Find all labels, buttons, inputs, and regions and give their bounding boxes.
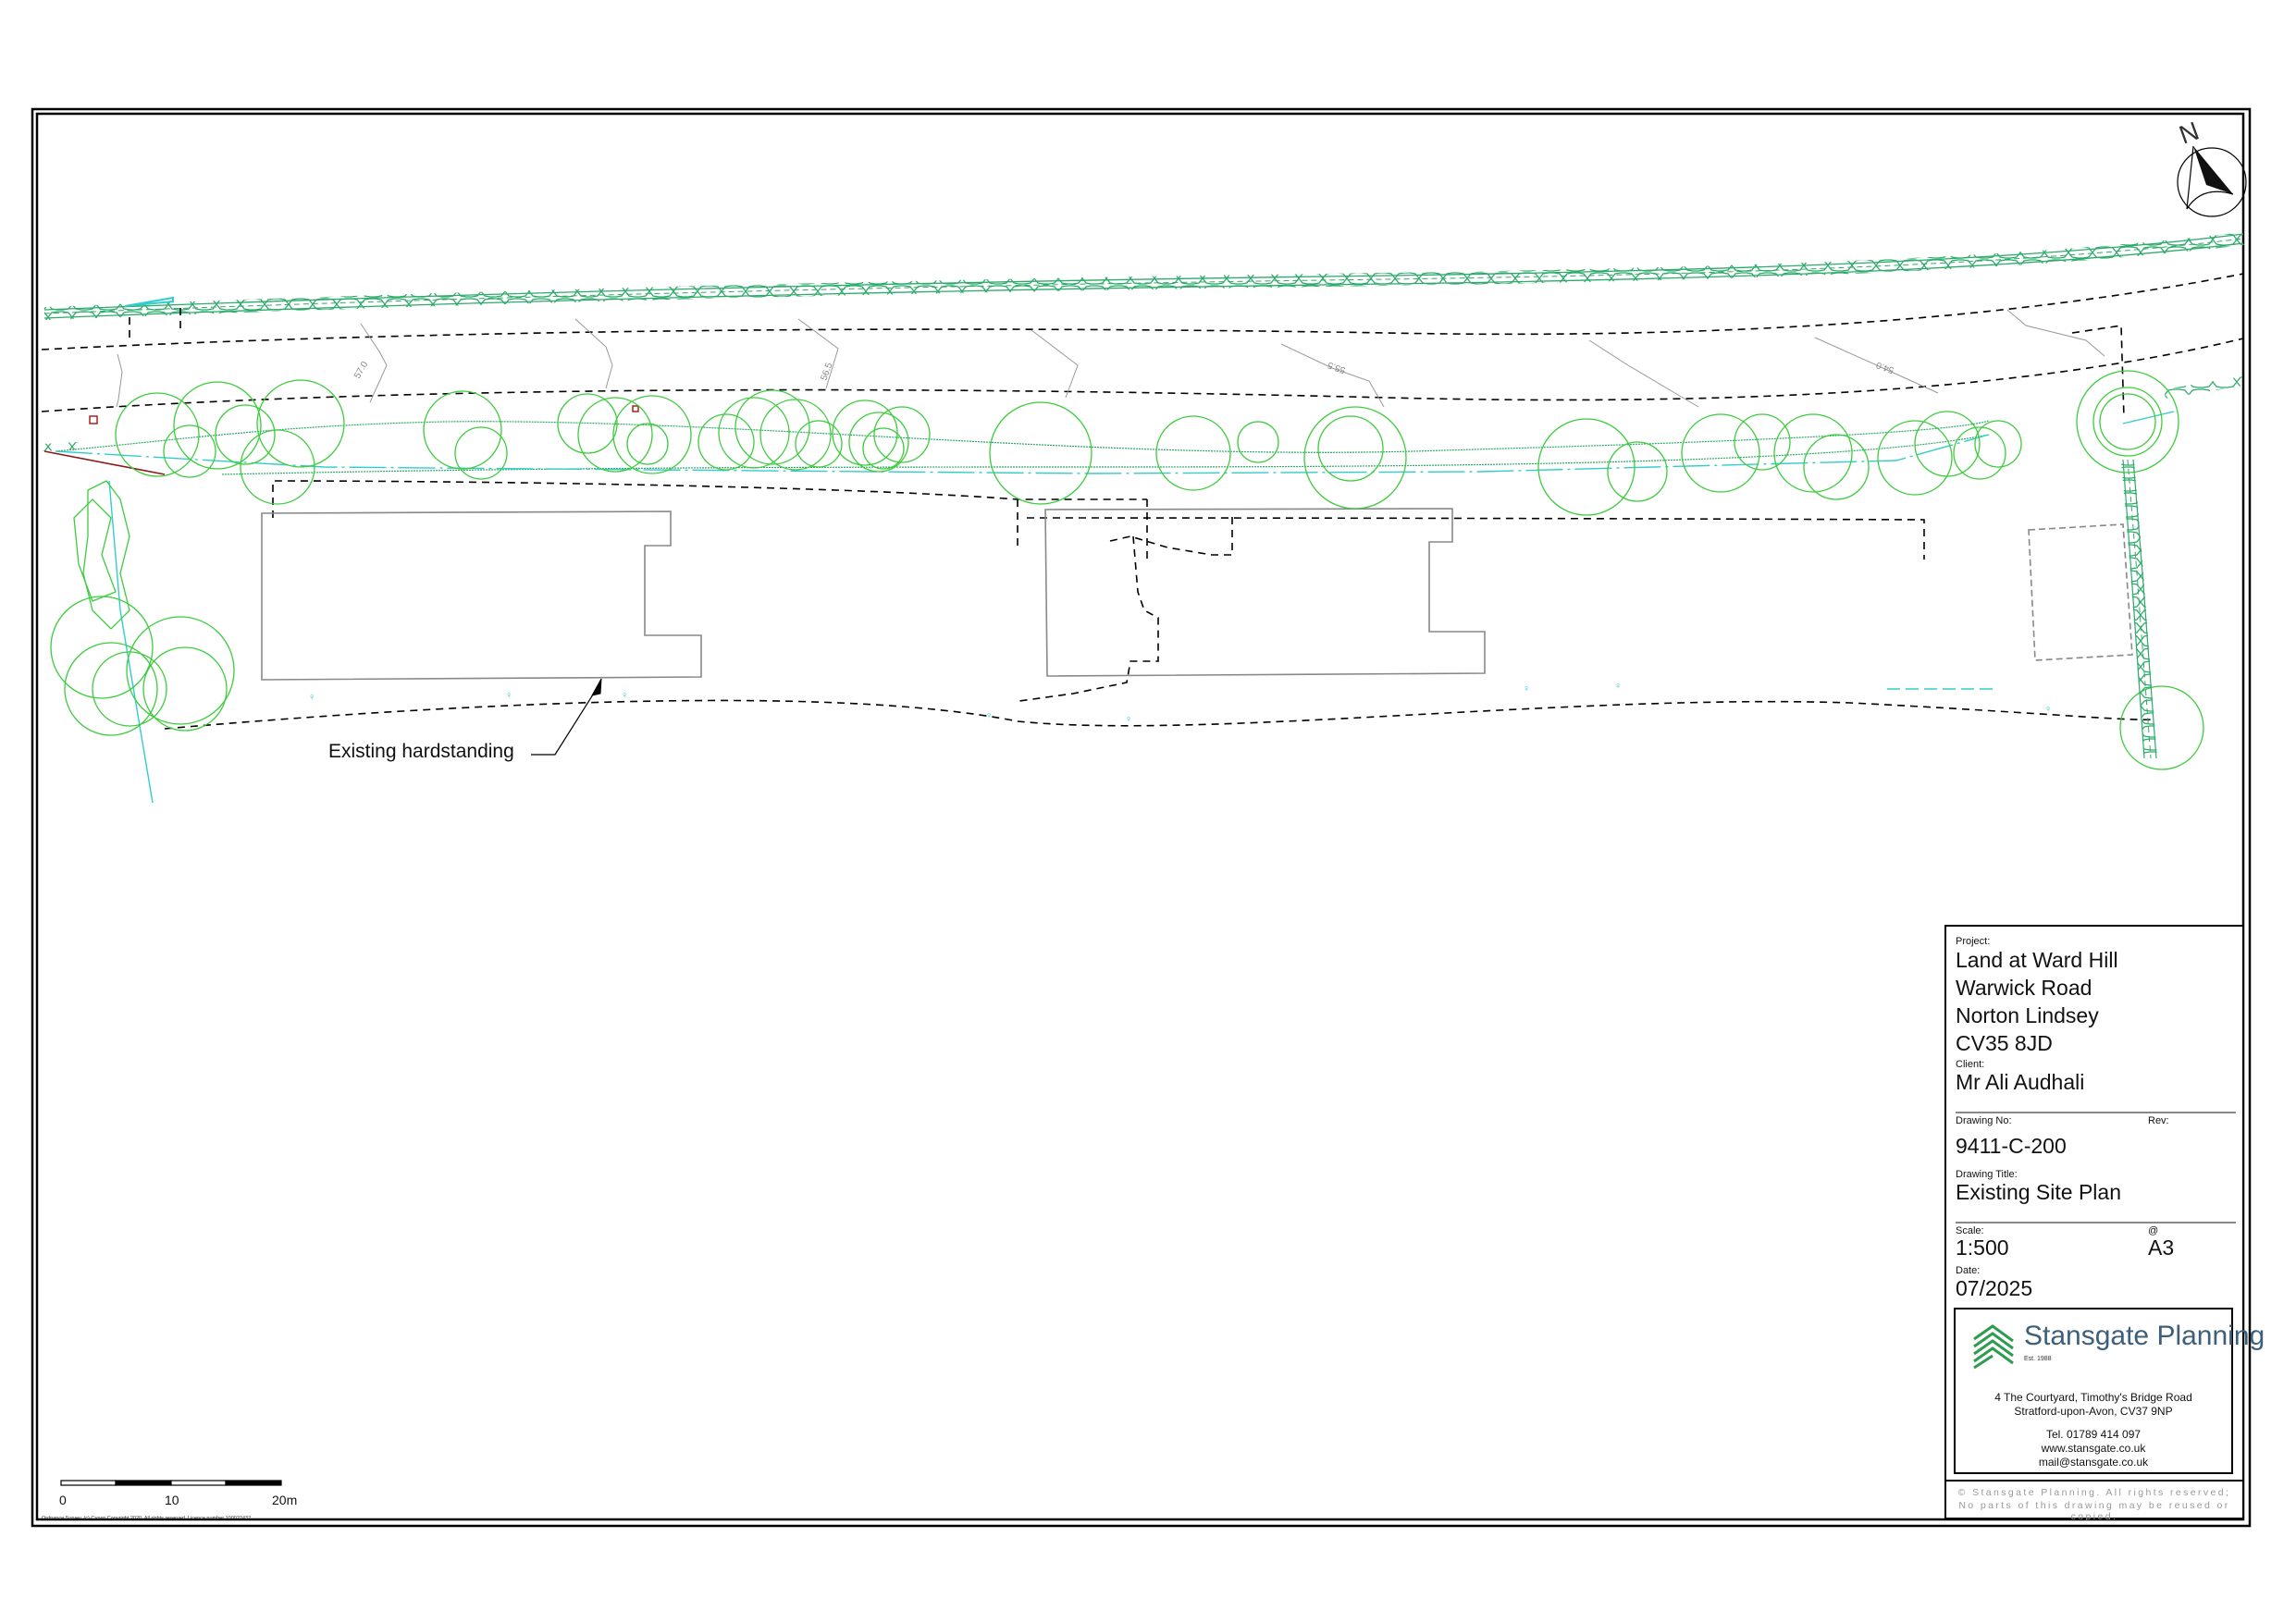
annotation-leader <box>531 678 602 756</box>
north-hedge <box>43 232 2244 320</box>
contour-label: 54.0 <box>1875 359 1895 375</box>
building-east <box>1044 508 1486 677</box>
title-block: Project: Land at Ward Hill Warwick Road … <box>1944 925 2265 1522</box>
project-line: Norton Lindsey <box>1956 1003 2099 1027</box>
drawing-no-label: Drawing No: <box>1956 1115 2012 1126</box>
copyright-panel: © Stansgate Planning. All rights reserve… <box>1946 1480 2242 1522</box>
scale-label-0: 0 <box>59 1493 67 1507</box>
contour-label: 56.5 <box>819 362 834 382</box>
svg-text:♀: ♀ <box>505 690 512 701</box>
scale-value: 1:500 <box>1956 1236 2009 1260</box>
contact-phone: Tel. 01789 414 097 <box>2045 1428 2142 1441</box>
svg-text:♀: ♀ <box>1125 714 1132 725</box>
scale-bar <box>60 1480 282 1486</box>
svg-text:♀: ♀ <box>1614 681 1622 692</box>
client-name: Mr Ali Audhali <box>1956 1070 2085 1094</box>
scale-label: Scale: <box>1956 1225 1984 1236</box>
drawing-title: Existing Site Plan <box>1956 1180 2121 1204</box>
project-line: CV35 8JD <box>1956 1031 2053 1055</box>
company-panel: Stansgate Planning Est. 1988 4 The Court… <box>1954 1308 2265 1474</box>
scale-label-20m: 20m <box>272 1493 298 1507</box>
copyright-line: No parts of this drawing may be reused o… <box>1958 1500 2230 1522</box>
north-arrow: N <box>2176 117 2247 217</box>
existing-buildings <box>261 508 2133 681</box>
divider <box>1956 1112 2236 1113</box>
date-value: 07/2025 <box>1956 1276 2033 1300</box>
trees <box>50 370 2204 770</box>
drawing-number: 9411-C-200 <box>1956 1134 2067 1158</box>
company-name: Stansgate Planning <box>2024 1321 2265 1351</box>
contact-email: mail@stansgate.co.uk <box>2038 1456 2149 1469</box>
north-label: N <box>2176 117 2203 150</box>
stansgate-logo-icon <box>1973 1324 2014 1369</box>
paper-size: A3 <box>2148 1236 2175 1260</box>
outbuilding <box>2028 523 2133 661</box>
svg-text:♀: ♀ <box>1523 683 1530 695</box>
company-est: Est. 1988 <box>2024 1356 2052 1362</box>
service-line <box>55 411 2175 804</box>
scale-label-10: 10 <box>165 1493 179 1507</box>
client-label: Client: <box>1956 1059 1985 1070</box>
outer-frame <box>31 107 2252 1528</box>
paper-label: @ <box>2148 1225 2159 1236</box>
east-hedge <box>2121 459 2157 759</box>
svg-text:♀: ♀ <box>985 710 993 721</box>
level-marker <box>89 415 98 424</box>
road-boundaries <box>41 273 2244 730</box>
drawing-title-label: Drawing Title: <box>1956 1169 2018 1180</box>
project-line: Land at Ward Hill <box>1956 948 2118 972</box>
contour-label: 55.5 <box>1327 359 1347 375</box>
company-address: 4 The Courtyard, Timothy's Bridge Road S… <box>1956 1391 2231 1419</box>
level-marker <box>632 405 639 412</box>
gate-marker <box>124 296 174 307</box>
contour-labels: 57.0 56.5 55.5 54.0 <box>352 359 1895 382</box>
svg-text:♀: ♀ <box>308 692 315 703</box>
date-label: Date: <box>1956 1265 1981 1276</box>
contour-label: 57.0 <box>352 360 370 381</box>
svg-text:♀: ♀ <box>2044 704 2052 715</box>
inner-frame <box>35 112 2245 1521</box>
contact-website: www.stansgate.co.uk <box>2041 1442 2146 1455</box>
svg-text:♀: ♀ <box>621 690 628 701</box>
company-contact: Tel. 01789 414 097 www.stansgate.co.uk m… <box>1956 1428 2231 1469</box>
lamp-symbols: ♀ ♀ ♀ ♀ ♀ ♀ ♀ ♀ <box>308 681 2052 725</box>
address-line: Stratford-upon-Avon, CV37 9NP <box>2014 1405 2173 1418</box>
building-west <box>261 510 702 681</box>
rev-label: Rev: <box>2148 1115 2169 1126</box>
hardstanding-annotation: Existing hardstanding <box>328 741 514 762</box>
os-copyright-note: Ordnance Survey, (c) Crown Copyright 202… <box>42 1516 252 1521</box>
title-block-info: Project: Land at Ward Hill Warwick Road … <box>1946 927 2242 1306</box>
divider <box>1956 1222 2236 1223</box>
level-line <box>43 450 166 475</box>
project-label: Project: <box>1956 936 1991 947</box>
address-line: 4 The Courtyard, Timothy's Bridge Road <box>1994 1391 2192 1404</box>
copyright-line: © Stansgate Planning. All rights reserve… <box>1957 1487 2231 1498</box>
project-line: Warwick Road <box>1956 976 2092 1000</box>
contour-lines <box>116 309 2105 408</box>
